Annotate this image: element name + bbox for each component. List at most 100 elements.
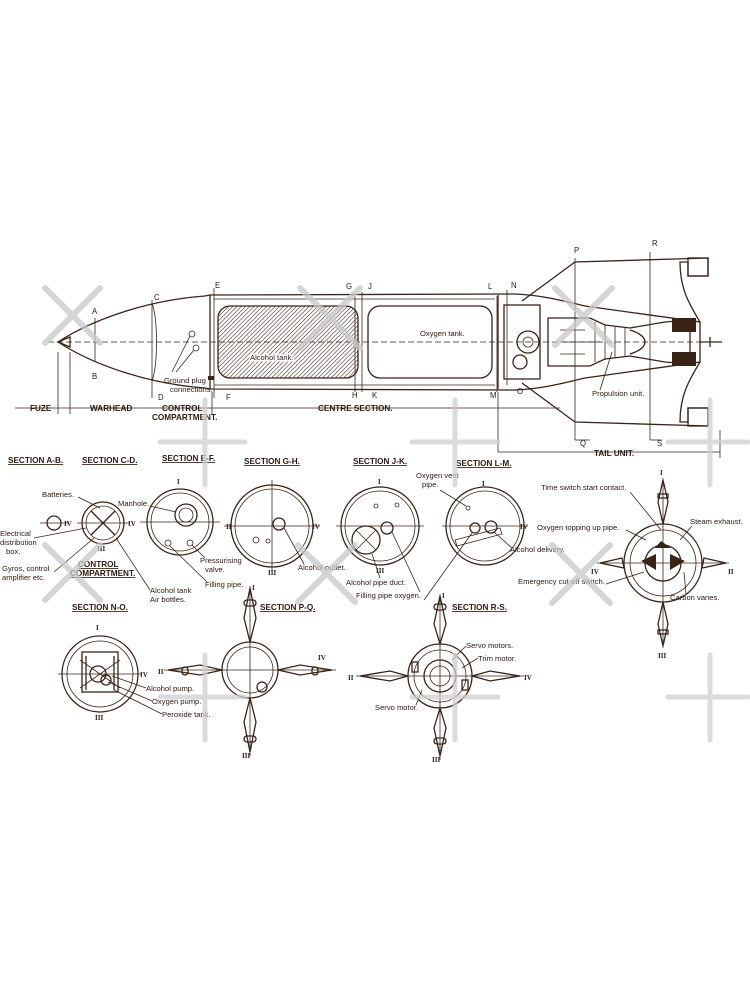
svg-text:IV: IV [591,568,599,576]
svg-text:IV: IV [524,674,532,682]
letter-j: J [368,282,372,291]
svg-text:I: I [442,592,445,600]
batteries-label: Batteries. [42,490,74,499]
filling-pipe-oxygen-label: Filling pipe oxygen. [356,591,421,600]
svg-text:amplifier etc.: amplifier etc. [2,573,45,582]
svg-text:III: III [432,756,440,764]
letter-l: L [488,282,493,291]
control-compartment-label-2: COMPARTMENT. [152,413,217,422]
control-compartment-label: CONTROL [162,404,202,413]
letter-r: R [652,239,658,248]
section-cd: SECTION C-D. IV III Batteries. Electrica… [0,456,138,582]
svg-text:II: II [226,523,232,531]
letter-g: G [346,282,352,291]
svg-text:I: I [378,478,381,486]
svg-text:I: I [482,480,485,488]
section-no-title: SECTION N-O. [72,603,128,612]
section-cd-title: SECTION C-D. [82,456,138,465]
section-lm-title: SECTION L-M. [456,459,512,468]
electrical-label: Electrical [0,529,31,538]
watermark-x-icon [297,285,363,351]
svg-text:III: III [268,569,276,577]
section-lm: SECTION L-M. I IV Oxygen vent pipe. Alco… [416,459,565,601]
watermark-plus-icon [157,397,248,488]
letter-c: C [154,293,160,302]
steam-exhaust-label: Steam exhaust. [690,517,743,526]
svg-text:IV: IV [520,523,528,531]
svg-text:IV: IV [64,520,72,528]
watermark-x-icon [42,285,103,346]
watermark-x-icon [549,542,613,606]
carbon-vanes-label: Carbon vanes. [670,593,719,602]
centre-section-label: CENTRE SECTION. [318,404,393,413]
svg-text:Air bottles.: Air bottles. [150,595,186,604]
alcohol-delivery-label: Alcohol delivery. [510,545,565,554]
svg-text:III: III [658,652,666,660]
fuze-label: FUZE [30,404,52,413]
control-compartment-under: CONTROL [78,560,118,569]
time-switch-label: Time switch start contact. [541,483,626,492]
letter-h: H [352,391,358,400]
oxygen-topping-label: Oxygen topping up pipe. [537,523,619,532]
ground-plug-label: Ground plug [164,376,206,385]
svg-text:IV: IV [140,671,148,679]
svg-text:I: I [660,469,663,477]
alcohol-tank-label: Alcohol tank. [250,353,293,362]
section-ef-title: SECTION E-F. [162,454,215,463]
svg-text:III: III [242,752,250,760]
letter-q: Q [580,439,586,448]
alcohol-pipe-duct-label: Alcohol pipe duct. [346,578,406,587]
svg-text:III: III [95,714,103,722]
warhead-label: WARHEAD [90,404,132,413]
svg-text:box.: box. [6,547,20,556]
alcohol-tank-air-label: Alcohol tank [150,586,192,595]
oxygen-tank [367,305,493,379]
emergency-cutoff-label: Emergency cut-off switch. [518,577,605,586]
section-jk-title: SECTION J-K. [353,457,407,466]
section-pq-title: SECTION P-Q. [260,603,316,612]
letter-p: P [574,246,579,255]
watermark-x-icon [295,542,358,605]
oxygen-vent-label: Oxygen vent [416,471,460,480]
watermark-plus-icon [409,652,501,743]
oxygen-tank-label: Oxygen tank. [420,329,465,338]
svg-text:III: III [376,567,384,575]
svg-text:III: III [97,545,105,553]
propulsion-unit-label: Propulsion unit. [592,389,644,398]
svg-text:I: I [177,478,180,486]
alcohol-pump-label: Alcohol pump. [146,684,194,693]
peroxide-tank-label: Peroxide tank. [162,710,211,719]
tail-unit-label: TAIL UNIT. [594,449,634,458]
watermark-plus-icon [157,652,248,743]
letter-m: M [490,391,497,400]
letter-o: O [517,387,523,396]
letter-e: E [215,281,220,290]
watermark-plus-icon [665,652,750,743]
svg-text:COMPARTMENT.: COMPARTMENT. [70,569,135,578]
manhole-label: Manhole. [118,499,149,508]
servo-motors-label: Servo motors. [466,641,513,650]
section-no: SECTION N-O. I IV III Alcohol pump. Oxyg… [58,603,211,722]
section-gh-title: SECTION G-H. [244,457,300,466]
letter-n: N [511,281,517,290]
watermark-plus-icon [409,397,501,488]
section-gh: SECTION G-H. IV II III Alcohol outlet. [224,457,346,577]
pressurising-label: Pressurising [200,556,242,565]
svg-text:valve.: valve. [205,565,225,574]
svg-text:pipe.: pipe. [422,480,438,489]
svg-text:IV: IV [318,654,326,662]
svg-text:IV: IV [312,523,320,531]
ground-plug-label-2: connections. [170,385,213,394]
section-tail-right: I III IV II Time switch start contact. O… [518,469,743,660]
svg-text:II: II [348,674,354,682]
section-ef: SECTION E-F. I Manhole. Pressurising val… [115,454,243,604]
svg-text:distribution: distribution [0,538,37,547]
letter-d: D [158,393,164,402]
letter-b: B [92,372,97,381]
rocket-side-view: FUZE WARHEAD CONTROL COMPARTMENT. CENTRE… [15,239,722,458]
section-jk: SECTION J-K. I III Alcohol pipe duct. Fi… [336,457,424,600]
servo-motor-label: Servo motor. [375,703,418,712]
watermark-plus-icon [665,397,750,488]
section-pq: SECTION P-Q. I IV II III [158,584,336,760]
letter-k: K [372,391,378,400]
